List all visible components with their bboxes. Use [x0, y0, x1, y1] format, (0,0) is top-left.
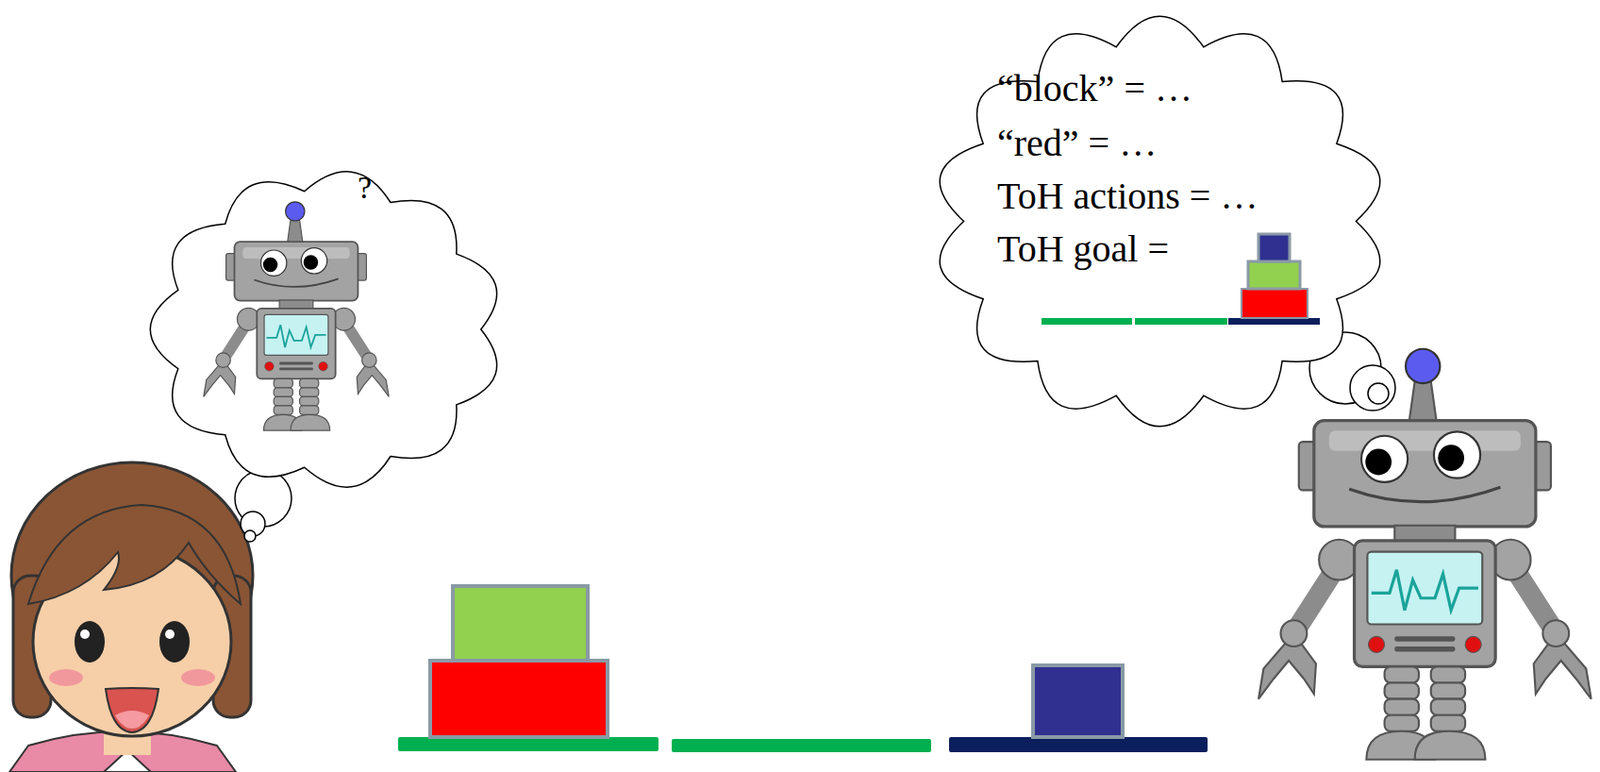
thought-text: ToH actions = …: [997, 174, 1258, 218]
thought-bubble: “block” = … “red” = … ToH actions = … ToH g…: [926, 8, 1394, 434]
cloud-outline: [142, 163, 511, 496]
goal-tower-mini: [1041, 233, 1320, 325]
tower-of-hanoi-blocks: [398, 585, 1208, 752]
robot-figure: [1258, 349, 1592, 760]
thought-text: ?: [357, 168, 372, 206]
thought-bubble: ?: [142, 163, 511, 496]
thought-text: “red” = …: [997, 121, 1157, 166]
imagined-robot: [203, 201, 389, 431]
woman-figure: [9, 462, 253, 772]
thought-text: “block” = …: [997, 66, 1193, 111]
thought-text: ToH goal =: [997, 227, 1169, 271]
